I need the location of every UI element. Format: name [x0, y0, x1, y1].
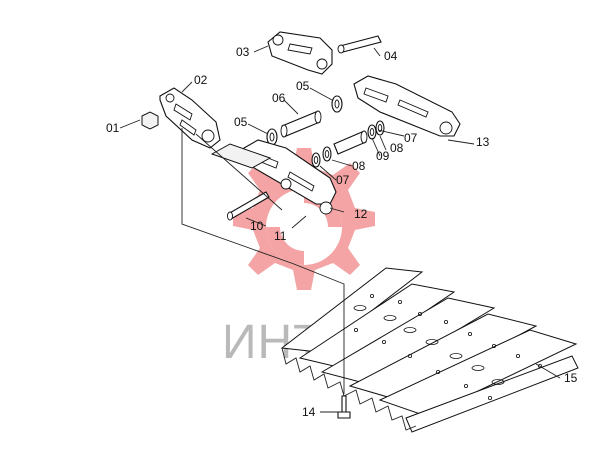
nut-01: [141, 111, 159, 130]
seal-07-left: [311, 152, 321, 168]
track-link-12: [243, 139, 337, 215]
seal-08-left: [322, 146, 332, 162]
link-plate: [210, 143, 272, 169]
callout-05-left: 05: [234, 115, 248, 129]
callout-07-right: 07: [404, 131, 418, 145]
track-link-02: [159, 87, 221, 149]
track-link-03: [267, 31, 333, 75]
callout-07-left: 07: [336, 173, 350, 187]
bushing-06: [280, 110, 322, 138]
spacer-05-right: [331, 95, 343, 113]
seal-08-right: [367, 124, 377, 140]
callout-13: 13: [476, 135, 490, 149]
callout-09: 09: [376, 149, 390, 163]
callout-labels: 01 02 03 04 05 05 06 07 07 08 08 09 10 1…: [106, 45, 578, 419]
callout-15: 15: [564, 371, 578, 385]
track-shoes-15: [280, 267, 579, 433]
seal-07-right: [375, 120, 385, 136]
callout-01: 01: [106, 121, 120, 135]
callout-04: 04: [384, 49, 398, 63]
callout-03: 03: [236, 45, 250, 59]
bolt-14: [337, 395, 351, 419]
callout-02: 02: [194, 73, 208, 87]
leader-lines: [119, 45, 561, 413]
pin-10: [227, 191, 270, 221]
callout-14: 14: [302, 405, 316, 419]
callout-08-right: 08: [390, 141, 404, 155]
track-link-13: [353, 75, 461, 137]
callout-11: 11: [274, 229, 287, 243]
callout-05-right: 05: [296, 79, 310, 93]
pin-04: [337, 35, 382, 54]
callout-06: 06: [272, 91, 286, 105]
callout-12: 12: [354, 207, 368, 221]
bushing-09: [333, 130, 368, 155]
callout-10: 10: [250, 219, 264, 233]
callout-08-left: 08: [352, 159, 366, 173]
